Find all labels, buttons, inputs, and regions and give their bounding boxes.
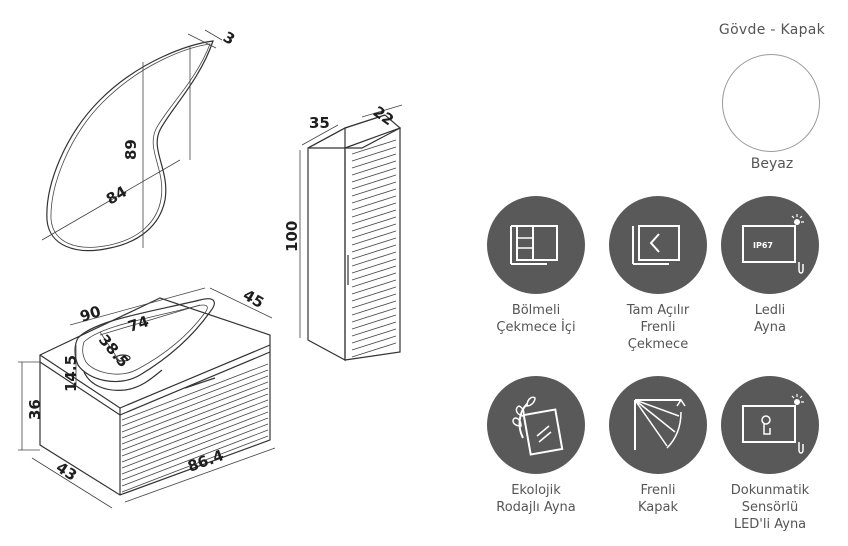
color-option-name: Beyaz bbox=[750, 156, 794, 172]
feature-soft-close-door: Frenli Kapak bbox=[598, 376, 718, 516]
drawer-divider-icon bbox=[487, 196, 585, 294]
vanity-handle bbox=[184, 377, 216, 389]
feature-label: Ledli Ayna bbox=[754, 303, 786, 335]
basin-outline bbox=[74, 298, 215, 383]
slat-line bbox=[351, 153, 397, 169]
slat-line bbox=[351, 230, 397, 246]
feature-label: Dokunmatik Sensörlü LED'li Ayna bbox=[730, 483, 810, 532]
slat-line bbox=[351, 174, 397, 190]
slat-line bbox=[351, 286, 397, 302]
soft-close-door-icon bbox=[609, 376, 707, 474]
feature-eco-mirror: Ekolojik Rodajlı Ayna bbox=[476, 376, 596, 516]
dim-tall-cabinet-height: 100 bbox=[283, 221, 301, 252]
slat-line bbox=[351, 209, 397, 225]
feature-label: Bölmeli Çekmece İçi bbox=[496, 303, 576, 335]
dim-tall-cabinet-depth: 22 bbox=[370, 103, 397, 130]
slat-line bbox=[351, 188, 397, 204]
slat-line bbox=[121, 381, 269, 439]
tall-cabinet-top bbox=[307, 114, 402, 149]
color-option-title: Gövde - Kapak bbox=[718, 22, 826, 38]
dim-vanity-width: 86.4 bbox=[185, 446, 226, 476]
slat-line bbox=[351, 300, 397, 316]
slat-line bbox=[351, 202, 397, 218]
vanity-outline bbox=[39, 297, 271, 496]
tall-cabinet-slats bbox=[351, 139, 397, 358]
slat-line bbox=[121, 435, 269, 493]
feature-label: Ekolojik Rodajlı Ayna bbox=[496, 483, 576, 515]
slat-line bbox=[351, 167, 397, 183]
slat-line bbox=[351, 328, 397, 344]
slat-line bbox=[121, 369, 269, 427]
feature-soft-close-drawer: Tam Açılır Frenli Çekmece bbox=[598, 196, 718, 353]
slat-line bbox=[351, 237, 397, 253]
feature-touch-sensor-mirror: Dokunmatik Sensörlü LED'li Ayna bbox=[710, 376, 830, 533]
vanity-drawing: 90 74 38.5 14.5 45 36 43 86.4 bbox=[18, 286, 276, 509]
slat-line bbox=[351, 181, 397, 197]
slat-line bbox=[351, 223, 397, 239]
slat-line bbox=[351, 139, 397, 155]
ip67-badge: IP67 bbox=[753, 241, 773, 250]
dim-vanity-depth: 45 bbox=[240, 286, 267, 312]
slat-line bbox=[351, 160, 397, 176]
slat-line bbox=[121, 363, 269, 421]
mirror-outline bbox=[46, 40, 214, 252]
dim-basin-length: 90 bbox=[78, 302, 103, 326]
slat-line bbox=[351, 244, 397, 260]
slat-line bbox=[351, 272, 397, 288]
slat-line bbox=[121, 429, 269, 487]
mirror-inner-outline bbox=[50, 43, 211, 248]
dim-tall-cabinet-width: 35 bbox=[309, 114, 330, 132]
vanity-slats bbox=[121, 363, 269, 493]
dim-basin-inner-length: 74 bbox=[126, 312, 151, 336]
dim-vanity-side-depth: 43 bbox=[53, 458, 80, 484]
slat-line bbox=[351, 258, 397, 274]
feature-label: Frenli Kapak bbox=[637, 483, 678, 515]
feature-drawer-divider: Bölmeli Çekmece İçi bbox=[476, 196, 596, 336]
dim-basin-width: 38.5 bbox=[95, 331, 133, 371]
slat-line bbox=[351, 216, 397, 232]
slat-line bbox=[351, 251, 397, 267]
slat-line bbox=[351, 335, 397, 351]
slat-line bbox=[121, 375, 269, 433]
dim-mirror-thickness: 3 bbox=[220, 28, 238, 49]
slat-line bbox=[121, 417, 269, 475]
slat-line bbox=[351, 146, 397, 162]
basin-drain bbox=[115, 354, 131, 362]
slat-line bbox=[351, 321, 397, 337]
eco-mirror-icon bbox=[487, 376, 585, 474]
slat-line bbox=[351, 265, 397, 281]
tall-cabinet-side bbox=[307, 126, 346, 362]
dim-mirror-height: 89 bbox=[122, 139, 140, 160]
slat-line bbox=[351, 195, 397, 211]
slat-line bbox=[121, 411, 269, 469]
color-swatch-white bbox=[722, 54, 820, 152]
slat-line bbox=[351, 307, 397, 323]
slat-line bbox=[121, 393, 269, 451]
led-mirror-icon: IP67 bbox=[721, 196, 819, 294]
dim-mirror-width: 84 bbox=[103, 182, 130, 208]
slat-line bbox=[351, 314, 397, 330]
slat-line bbox=[121, 405, 269, 463]
dim-basin-height: 14.5 bbox=[62, 355, 80, 392]
slat-line bbox=[121, 387, 269, 445]
tall-cabinet-front bbox=[344, 127, 401, 361]
touch-sensor-mirror-icon bbox=[721, 376, 819, 474]
slat-line bbox=[121, 399, 269, 457]
feature-label: Tam Açılır Frenli Çekmece bbox=[626, 303, 690, 352]
feature-led-mirror: IP67 Ledli Ayna bbox=[710, 196, 830, 336]
mirror-drawing: 3 89 84 bbox=[41, 28, 238, 252]
dim-vanity-height: 36 bbox=[26, 399, 44, 420]
slat-line bbox=[351, 279, 397, 295]
slat-line bbox=[121, 423, 269, 481]
tall-cabinet-drawing: 35 22 100 bbox=[283, 103, 403, 362]
slat-line bbox=[351, 342, 397, 358]
slat-line bbox=[351, 293, 397, 309]
soft-close-drawer-icon bbox=[609, 196, 707, 294]
